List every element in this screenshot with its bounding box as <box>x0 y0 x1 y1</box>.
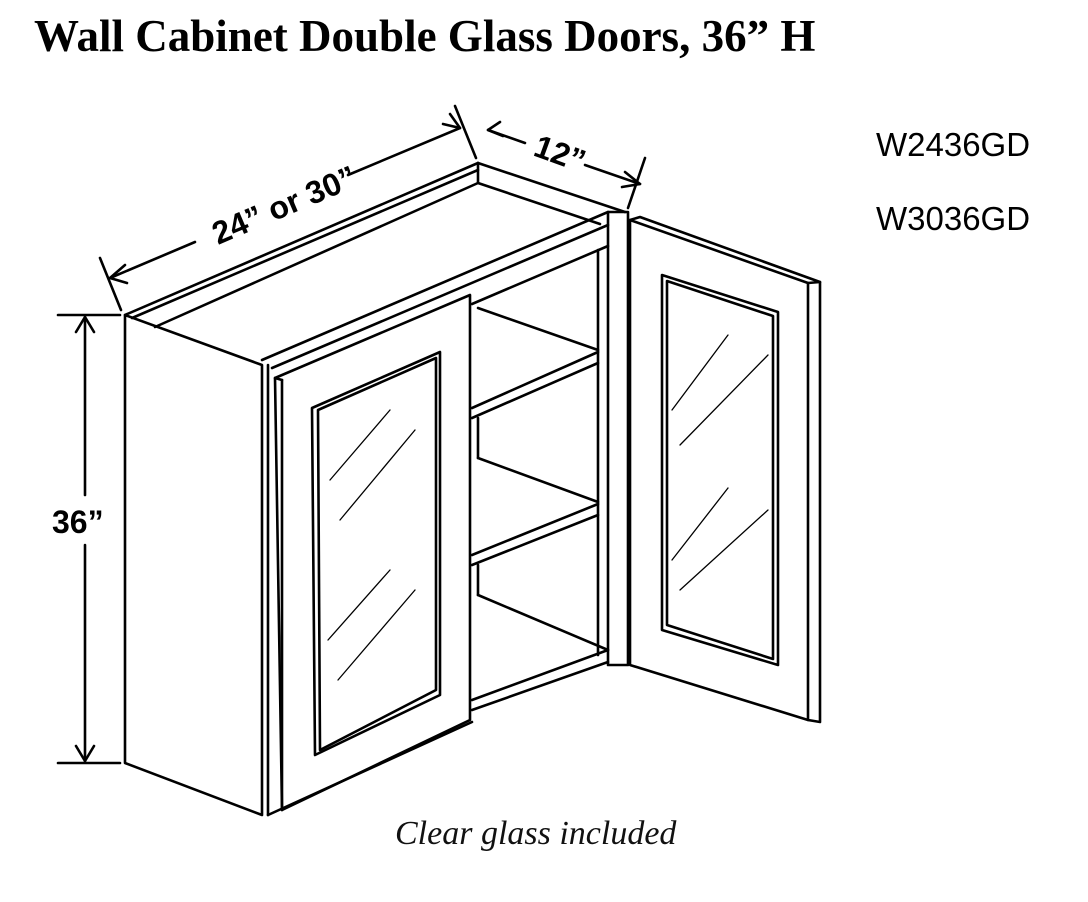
model-number: W3036GD <box>876 200 1031 237</box>
left-glass-door <box>273 293 472 812</box>
cabinet-body <box>123 161 630 817</box>
depth-label: 12” <box>530 128 591 179</box>
height-label: 36” <box>52 504 104 540</box>
height-dimension: 36” <box>52 313 122 765</box>
model-number: W2436GD <box>876 126 1031 163</box>
caption: Clear glass included <box>395 815 677 852</box>
right-glass-door <box>628 215 822 724</box>
page-title: Wall Cabinet Double Glass Doors, 36” H <box>34 11 816 61</box>
width-label: 24” or 30” <box>207 159 362 252</box>
